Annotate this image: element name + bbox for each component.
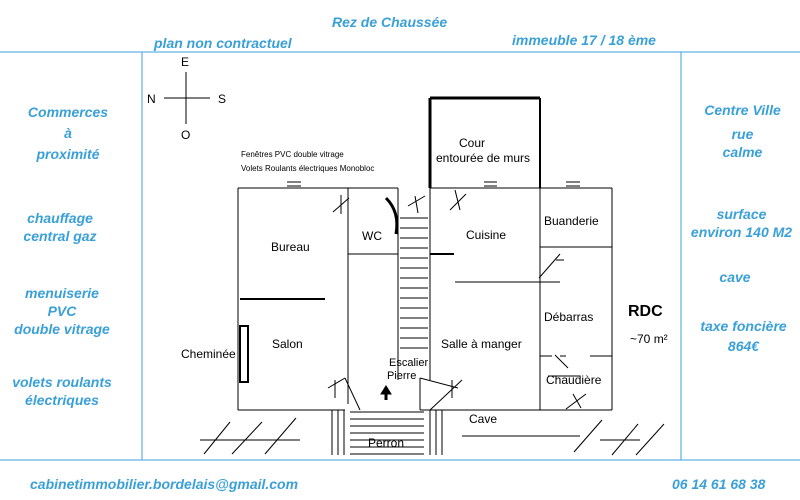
room-wc: WC	[362, 229, 382, 243]
right-note-cave: cave	[719, 269, 751, 285]
up-arrow-icon	[380, 385, 392, 395]
contact-email[interactable]: cabinetimmobilier.bordelais@gmail.com	[30, 476, 299, 492]
room-chaudiere: Chaudière	[546, 373, 602, 387]
contact-phone[interactable]: 06 14 61 68 38	[672, 476, 766, 492]
ground-hatching	[200, 417, 665, 456]
compass-south: S	[218, 92, 226, 106]
room-salon: Salon	[272, 337, 303, 351]
room-cuisine: Cuisine	[466, 228, 506, 242]
entrance	[327, 377, 463, 411]
perron-steps	[331, 410, 443, 455]
stair-label: Escalier	[389, 357, 428, 369]
fireplace	[239, 325, 249, 383]
room-cave: Cave	[469, 412, 497, 426]
level-area: ~70 m²	[630, 332, 668, 346]
room-salle: Salle à manger	[441, 337, 522, 351]
outer-walls	[237, 187, 613, 411]
shutters-note: Volets Roulants électriques Monobloc	[241, 164, 374, 173]
page-title: Rez de Chaussée	[332, 14, 448, 30]
door-marks	[332, 189, 587, 410]
room-cheminee: Cheminée	[181, 347, 236, 361]
compass-north: N	[147, 92, 156, 106]
room-debarras: Débarras	[544, 310, 593, 324]
room-cour-sub: entourée de murs	[436, 151, 530, 165]
stair-label-sub: Pierre	[387, 370, 416, 382]
courtyard-walls	[428, 96, 541, 188]
compass: E O N S	[147, 55, 226, 142]
room-perron: Perron	[368, 436, 404, 450]
room-buanderie: Buanderie	[544, 214, 599, 228]
room-bureau: Bureau	[271, 240, 310, 254]
interior-walls	[240, 188, 612, 410]
compass-west: O	[181, 128, 190, 142]
inner-staircase	[400, 217, 428, 349]
level-label: RDC	[628, 303, 663, 320]
window-marks	[287, 181, 580, 187]
windows-note: Fenêtres PVC double vitrage	[241, 150, 344, 159]
building-info: immeuble 17 / 18 ème	[512, 32, 656, 48]
room-cour: Cour	[459, 136, 485, 150]
plan-disclaimer: plan non contractuel	[154, 35, 292, 51]
compass-east: E	[181, 55, 189, 69]
